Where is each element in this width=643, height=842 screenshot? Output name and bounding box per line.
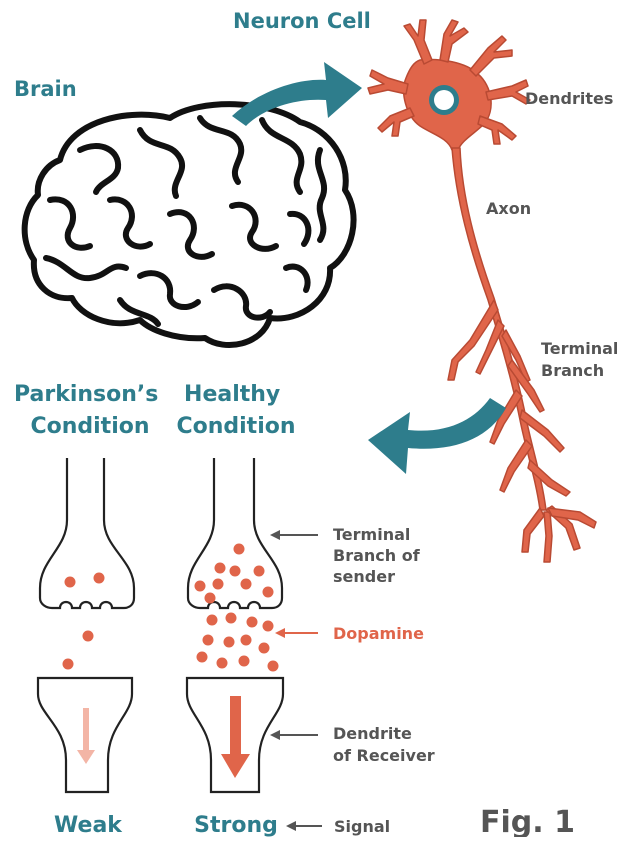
dopamine-dot xyxy=(207,615,218,626)
dopamine-dot xyxy=(247,617,258,628)
dopamine-dot xyxy=(259,643,270,654)
strong-signal-arrow-icon xyxy=(221,696,250,778)
dopamine-dot xyxy=(226,613,237,624)
dopamine-dot xyxy=(83,631,94,642)
dopamine-dot xyxy=(94,573,105,584)
dopamine-dot xyxy=(239,656,250,667)
dopamine-dot xyxy=(224,637,235,648)
parkinsons-terminal-branch xyxy=(40,458,134,608)
dopamine-pointer xyxy=(275,628,318,638)
dendrites-label: Dendrites xyxy=(525,89,613,108)
dopamine-dot xyxy=(241,635,252,646)
curved-arrow-left-icon xyxy=(368,398,506,474)
terminal-branch-of-sender-pointer xyxy=(270,530,318,540)
healthy-synapse xyxy=(187,458,283,792)
dopamine-dot xyxy=(263,587,274,598)
brain-icon xyxy=(25,104,354,345)
curved-arrow-right-icon xyxy=(232,62,362,126)
signal-pointer xyxy=(286,821,322,831)
parkinsons-condition-label: Parkinson’s Condition xyxy=(14,382,166,439)
dopamine-dot xyxy=(65,577,76,588)
dopamine-dot xyxy=(217,658,228,669)
terminal-branch-of-sender-label: Terminal Branch of sender xyxy=(333,525,425,586)
dopamine-label: Dopamine xyxy=(333,624,424,643)
dopamine-dot xyxy=(205,593,216,604)
parkinsons-synapse xyxy=(38,458,134,792)
axon-label: Axon xyxy=(486,199,531,218)
dopamine-dot xyxy=(203,635,214,646)
dopamine-dot xyxy=(230,566,241,577)
dopamine-dot xyxy=(195,581,206,592)
dopamine-dot xyxy=(63,659,74,670)
dopamine-dot xyxy=(263,621,274,632)
dopamine-dot xyxy=(254,566,265,577)
signal-label: Signal xyxy=(334,817,390,836)
strong-label: Strong xyxy=(194,813,278,837)
dopamine-dot xyxy=(215,563,226,574)
dopamine-dot xyxy=(213,579,224,590)
weak-signal-arrow-icon xyxy=(77,708,95,764)
terminal-branch-label: Terminal Branch xyxy=(541,339,624,380)
neuron-cell-title: Neuron Cell xyxy=(233,9,371,33)
dendrite-of-receiver-pointer xyxy=(270,730,318,740)
dopamine-dot xyxy=(234,544,245,555)
healthy-condition-label: Healthy Condition xyxy=(176,382,295,439)
dendrite-of-receiver-label: Dendrite of Receiver xyxy=(333,724,435,765)
weak-label: Weak xyxy=(54,813,123,837)
dopamine-dot xyxy=(241,579,252,590)
figure-label: Fig. 1 xyxy=(480,805,575,837)
nucleus-icon xyxy=(429,85,459,115)
dopamine-dot xyxy=(197,652,208,663)
dopamine-dot xyxy=(268,661,279,672)
brain-title: Brain xyxy=(14,77,77,101)
